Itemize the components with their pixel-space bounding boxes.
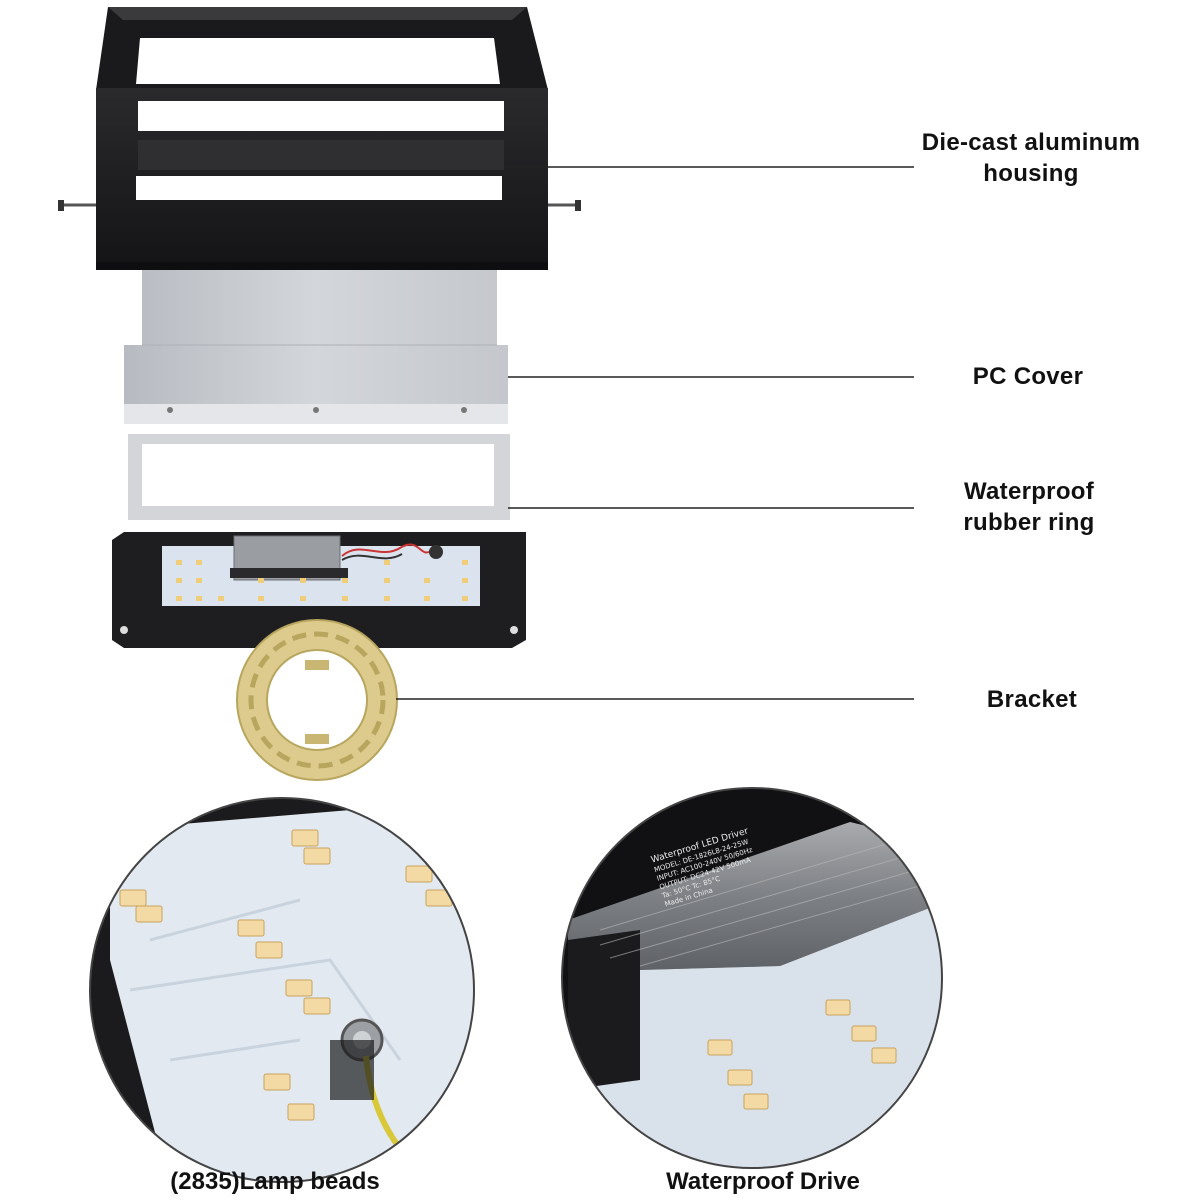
housing-callout-line2: housing xyxy=(983,160,1079,187)
lamp-beads-caption: (2835)Lamp beads xyxy=(170,1168,380,1195)
pc-cover-callout-line1: PC Cover xyxy=(972,363,1084,390)
housing-part xyxy=(58,7,581,270)
bracket-callout: Bracket xyxy=(900,684,1164,715)
led-board-part xyxy=(112,532,526,650)
housing-callout: Die-cast aluminum housing xyxy=(900,127,1162,189)
driver-detail xyxy=(561,787,943,1169)
rubber-ring-callout: Waterproof rubber ring xyxy=(900,476,1158,538)
lamp-beads-detail xyxy=(89,797,475,1183)
pc-cover-part xyxy=(124,270,508,424)
rubber-ring-callout-line1: Waterproof xyxy=(963,478,1095,505)
bracket-callout-line1: Bracket xyxy=(986,686,1078,713)
housing-callout-line1: Die-cast aluminum xyxy=(921,129,1141,156)
rubber-ring-callout-line2: rubber ring xyxy=(963,509,1095,536)
waterproof-drive-caption: Waterproof Drive xyxy=(666,1168,860,1195)
rubber-ring-part xyxy=(128,434,510,520)
bracket-part xyxy=(236,619,398,781)
pc-cover-callout: PC Cover xyxy=(900,361,1156,392)
leader-lines xyxy=(396,166,914,700)
